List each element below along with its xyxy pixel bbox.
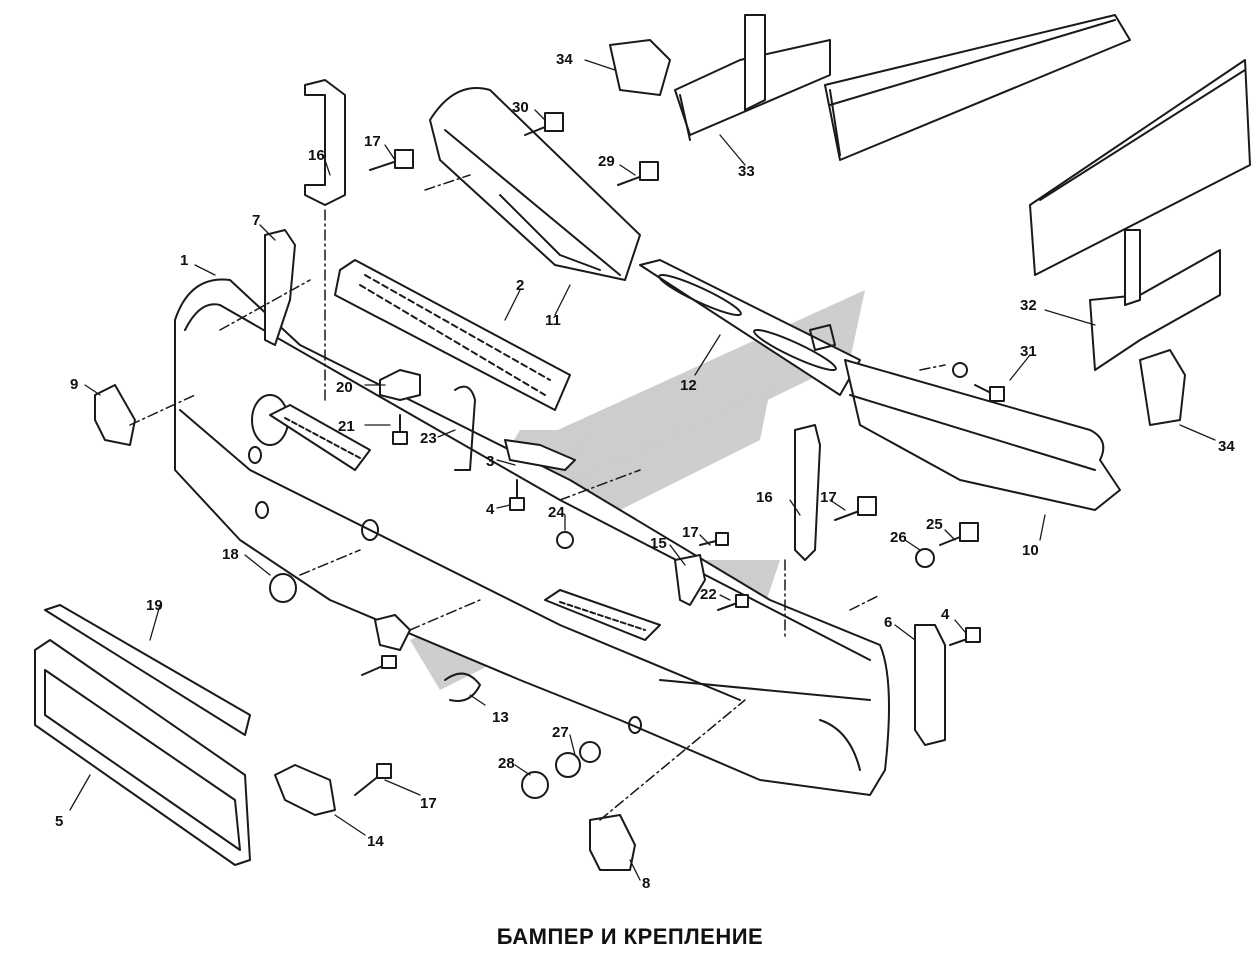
bolt-17-lower [354, 763, 392, 796]
callout-26: 26 [890, 529, 907, 546]
callout-15: 15 [650, 535, 667, 552]
bolt-22 [717, 594, 749, 611]
bracket-16-upper [304, 79, 346, 206]
step-2 [334, 259, 571, 411]
main-bumper-1 [174, 278, 890, 796]
bolt-29 [617, 161, 659, 186]
callout-4-right: 4 [941, 606, 950, 623]
callout-29: 29 [598, 153, 615, 170]
plug-18 [269, 573, 297, 603]
step-grille [269, 404, 661, 641]
bolt-17-upper [369, 149, 414, 171]
callout-21: 21 [338, 418, 355, 435]
bracket-14 [274, 764, 336, 816]
diagram-caption: БАМПЕР И КРЕПЛЕНИЕ [496, 924, 764, 949]
callout-19: 19 [146, 597, 163, 614]
callout-24: 24 [548, 504, 565, 521]
callout-17-lower: 17 [420, 795, 437, 812]
hook-23 [454, 385, 476, 471]
callout-22: 22 [700, 586, 717, 603]
callout-9: 9 [70, 376, 78, 393]
bolt-25 [939, 522, 979, 546]
strip-19 [44, 604, 251, 736]
callout-labels: 1 2 3 4 4 5 6 7 8 9 10 11 12 13 14 15 16… [55, 51, 1235, 892]
callout-25: 25 [926, 516, 943, 533]
callout-20: 20 [336, 379, 353, 396]
bolt-lower-left [361, 655, 397, 676]
bracket-6 [914, 624, 946, 746]
bracket-15 [674, 554, 706, 606]
bolt-4-right [949, 627, 981, 646]
callout-7: 7 [252, 212, 260, 229]
nut-27 [555, 752, 581, 778]
callout-12: 12 [680, 377, 697, 394]
bracket-20 [379, 369, 421, 401]
bracket-3 [504, 439, 576, 471]
washer-31 [952, 362, 968, 378]
callout-32: 32 [1020, 297, 1037, 314]
nut-28 [521, 771, 549, 799]
callout-17-upper: 17 [364, 133, 381, 150]
bolt-17-right [834, 496, 877, 521]
frame-rail-lower [1029, 59, 1251, 276]
callout-6: 6 [884, 614, 892, 631]
bracket-7 [264, 229, 296, 346]
bracket-34-upper [609, 39, 671, 96]
callout-10: 10 [1022, 542, 1039, 559]
bracket-33 [674, 14, 831, 141]
bracket-16-lower [794, 424, 821, 561]
license-plate-5 [34, 639, 251, 866]
callout-34-upper: 34 [556, 51, 573, 68]
callout-17-mid: 17 [682, 524, 699, 541]
callout-28: 28 [498, 755, 515, 772]
bracket-32 [1089, 229, 1221, 371]
bolt-21 [392, 414, 408, 445]
callout-16-lower: 16 [756, 489, 773, 506]
callout-33: 33 [738, 163, 755, 180]
washer-24 [556, 531, 574, 549]
bumper-right-end-10 [844, 359, 1121, 511]
bolt-17-mid [699, 532, 729, 546]
bolt-4-mid [509, 479, 525, 511]
frame-rail-upper [824, 14, 1131, 161]
leader-lines [69, 59, 1216, 881]
callout-3: 3 [486, 453, 494, 470]
clip-13 [444, 672, 481, 702]
bumper-bar-12 [639, 259, 861, 396]
callout-13: 13 [492, 709, 509, 726]
bolt-30 [524, 112, 564, 136]
bumper-upper-section-11 [429, 87, 641, 281]
bracket-34-lower [1139, 349, 1186, 426]
cap-8 [589, 814, 636, 871]
bracket-lower-mid [374, 614, 411, 651]
assembly-lines [129, 174, 946, 821]
bolt-31 [974, 384, 1005, 402]
callout-16-upper: 16 [308, 147, 325, 164]
callout-5: 5 [55, 813, 63, 830]
washer-26 [915, 548, 935, 568]
callout-27: 27 [552, 724, 569, 741]
callout-11: 11 [545, 312, 561, 329]
callout-1: 1 [180, 252, 188, 269]
washer-27 [579, 741, 601, 763]
callout-18: 18 [222, 546, 239, 563]
callout-2: 2 [516, 277, 524, 294]
callout-23: 23 [420, 430, 437, 447]
callout-17-right: 17 [820, 489, 837, 506]
cap-9 [94, 384, 136, 446]
callout-14: 14 [367, 833, 384, 850]
callout-31: 31 [1020, 343, 1037, 360]
callout-34-lower: 34 [1218, 438, 1235, 455]
callout-4-mid: 4 [486, 501, 495, 518]
callout-30: 30 [512, 99, 529, 116]
callout-8: 8 [642, 875, 650, 892]
